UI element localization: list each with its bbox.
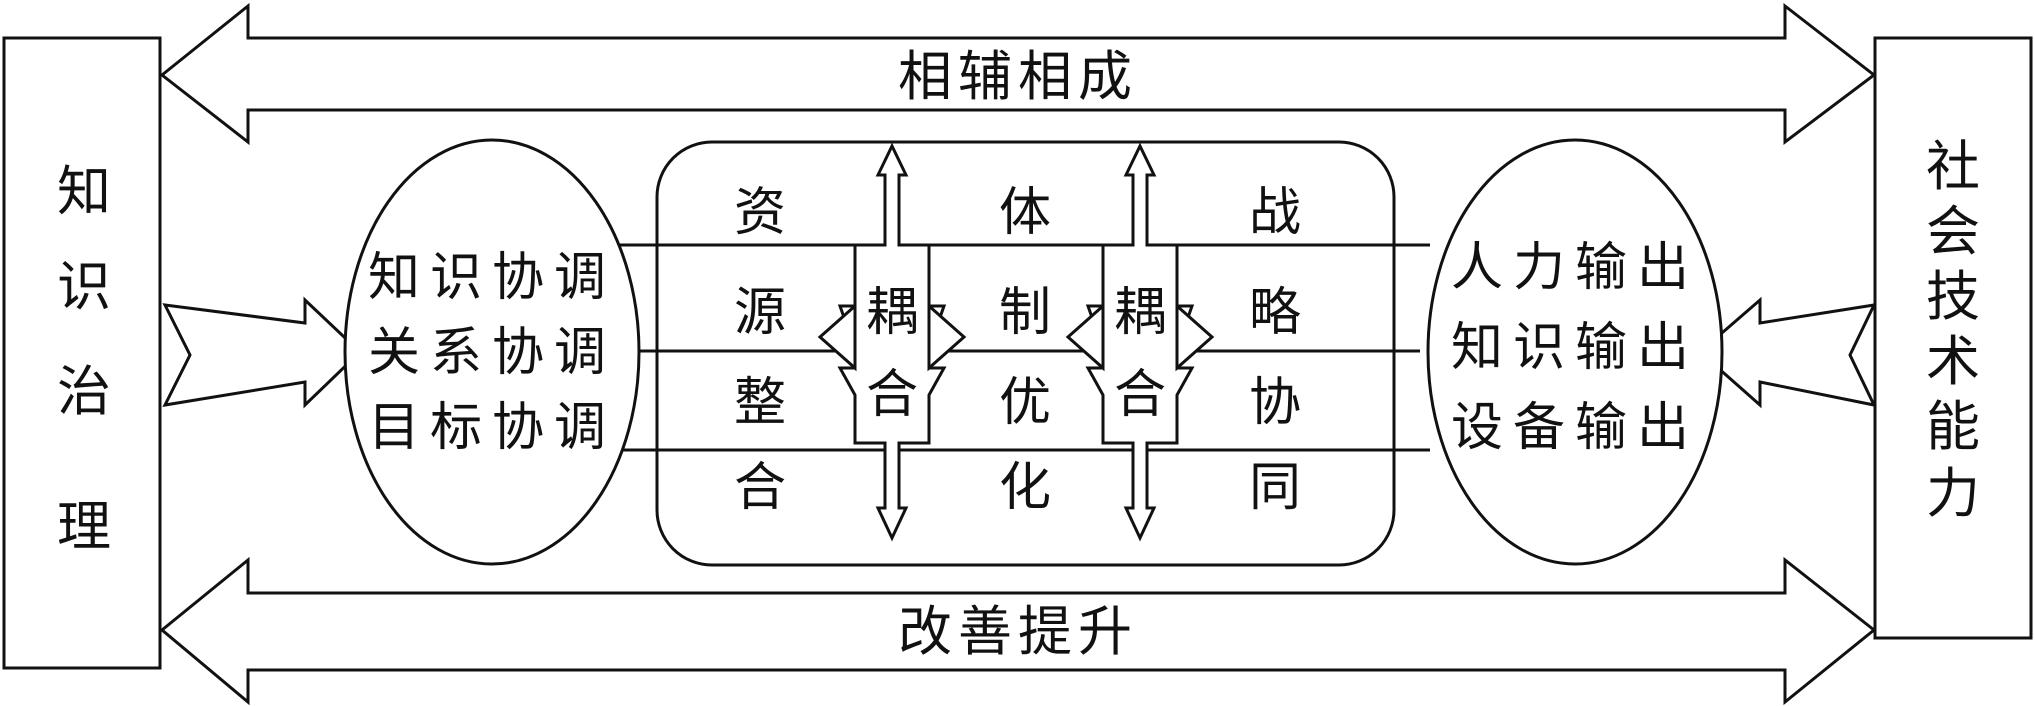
- left-box-char-3: 治: [57, 360, 111, 423]
- center-column-1: 资 源 整 合: [734, 183, 786, 518]
- center-col1-char-2: 源: [734, 283, 786, 343]
- bottom-double-arrow: [159, 556, 1877, 706]
- right-ellipse-line-2: 知识输出: [1451, 318, 1699, 378]
- top-arrow-label: 相辅相成: [898, 45, 1138, 108]
- coupling-arrow-left: [817, 142, 967, 542]
- right-input-arrow: [1697, 296, 1877, 409]
- right-box-char-5: 能: [1926, 395, 1980, 458]
- right-box: [1873, 36, 2033, 640]
- left-box-label: 知 识 治 理: [57, 160, 111, 558]
- coupling-right-top: 耦: [1114, 283, 1166, 343]
- bottom-arrow-label: 改善提升: [898, 600, 1138, 663]
- right-box-char-6: 力: [1926, 462, 1980, 525]
- center-column-2: 体 制 优 化: [999, 183, 1051, 518]
- left-box-char-1: 知: [57, 160, 111, 223]
- right-box-char-2: 会: [1926, 200, 1980, 263]
- center-col1-char-3: 整: [734, 373, 786, 433]
- right-ellipse: [1426, 138, 1724, 566]
- center-col3-char-4: 同: [1249, 458, 1301, 518]
- right-box-char-4: 术: [1926, 330, 1980, 393]
- coupling-arrow-right: [1065, 142, 1215, 542]
- coupling-left-bottom: 合: [866, 365, 918, 425]
- left-ellipse-line-1: 知识协调: [368, 248, 616, 308]
- center-col2-char-4: 化: [999, 458, 1051, 518]
- left-box: [2, 36, 162, 670]
- left-box-char-4: 理: [57, 495, 111, 558]
- right-ellipse-line-3: 设备输出: [1451, 398, 1699, 458]
- coupling-left-top: 耦: [866, 283, 918, 343]
- center-col2-char-2: 制: [999, 283, 1051, 343]
- right-box-label: 社 会 技 术 能 力: [1926, 135, 1980, 525]
- right-box-char-3: 技: [1926, 265, 1980, 328]
- center-panel: [655, 140, 1396, 567]
- center-column-3: 战 略 协 同: [1249, 183, 1301, 518]
- left-ellipse-line-2: 关系协调: [368, 323, 616, 383]
- center-col1-char-1: 资: [734, 183, 786, 243]
- center-col3-char-2: 略: [1249, 283, 1301, 343]
- center-col3-char-1: 战: [1249, 183, 1301, 243]
- center-col1-char-4: 合: [734, 458, 786, 518]
- left-input-arrow: [162, 296, 363, 409]
- center-col2-char-1: 体: [999, 183, 1051, 243]
- center-col3-char-3: 协: [1249, 373, 1301, 433]
- right-ellipse-line-1: 人力输出: [1451, 238, 1699, 298]
- top-double-arrow: [159, 2, 1877, 146]
- center-col2-char-3: 优: [999, 373, 1051, 433]
- left-box-char-2: 识: [57, 255, 111, 318]
- left-ellipse-line-3: 目标协调: [368, 398, 616, 458]
- right-box-char-1: 社: [1926, 135, 1980, 198]
- coupling-right-bottom: 合: [1114, 365, 1166, 425]
- left-ellipse: [343, 138, 641, 566]
